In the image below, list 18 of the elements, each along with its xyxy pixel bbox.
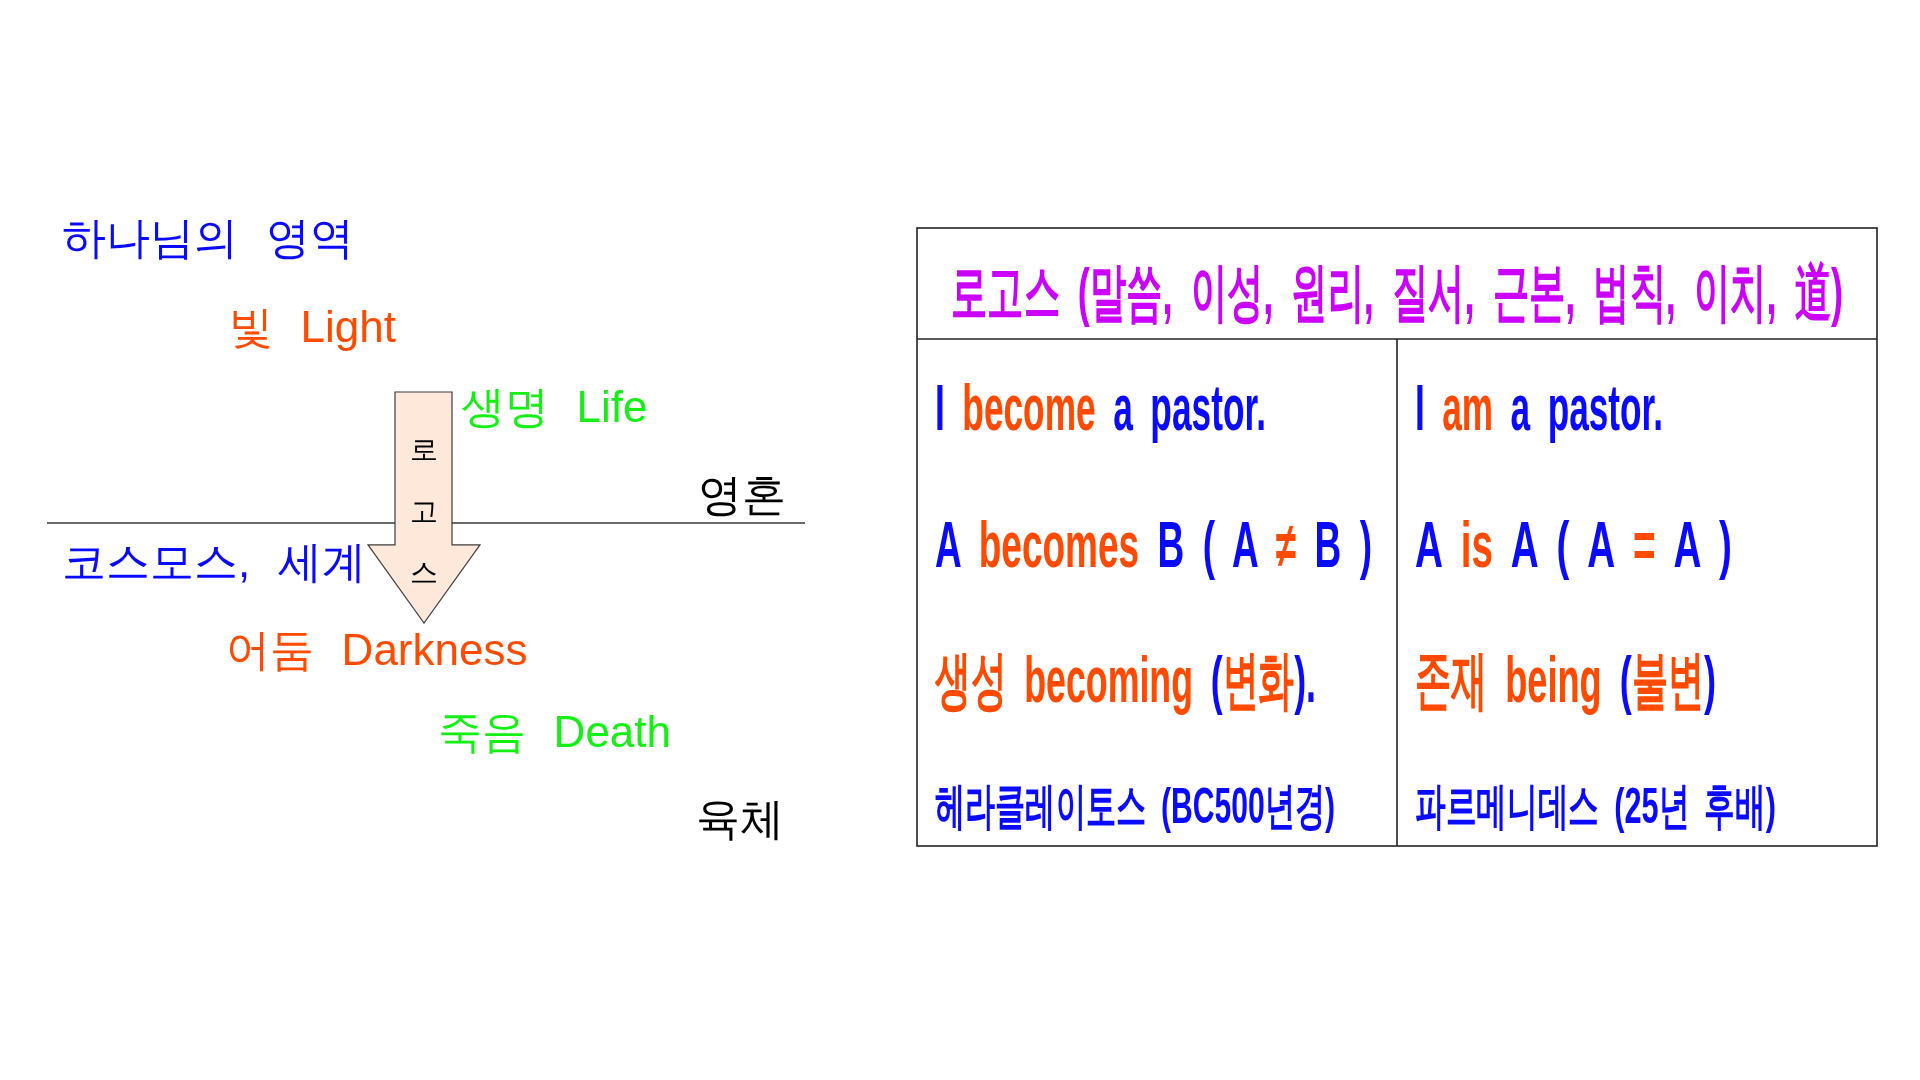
layer-label: 육체 — [696, 792, 784, 845]
concept-label: 어둠 Darkness — [226, 623, 528, 676]
philosopher-caption: 헤라클레이토스 (BC500년경) — [935, 777, 1335, 836]
concept-label: 빛 Light — [229, 300, 397, 353]
statement-text: I am a pastor. — [1415, 370, 1663, 446]
philosopher-caption: 파르메니데스 (25년 후배) — [1415, 777, 1776, 836]
statement-text: 존재 being (불변) — [1415, 642, 1716, 718]
region-label: 하나님의 영역 — [62, 211, 354, 264]
statement-text: 생성 becoming (변화). — [935, 642, 1316, 718]
table-heading: 로고스 (말씀, 이성, 원리, 질서, 근본, 법칙, 이치, 道) — [951, 254, 1843, 330]
concept-label: 생명 Life — [461, 380, 648, 433]
concept-label: 죽음 Death — [438, 705, 672, 758]
statement-text: A is A ( A = A ) — [1415, 507, 1732, 583]
statement-text: A becomes B ( A ≠ B ) — [935, 507, 1372, 583]
layer-label: 영혼 — [698, 468, 786, 521]
vertical-label: 로고스 — [410, 433, 438, 591]
statement-text: I become a pastor. — [935, 370, 1266, 446]
region-label: 코스모스, 세계 — [62, 535, 366, 588]
